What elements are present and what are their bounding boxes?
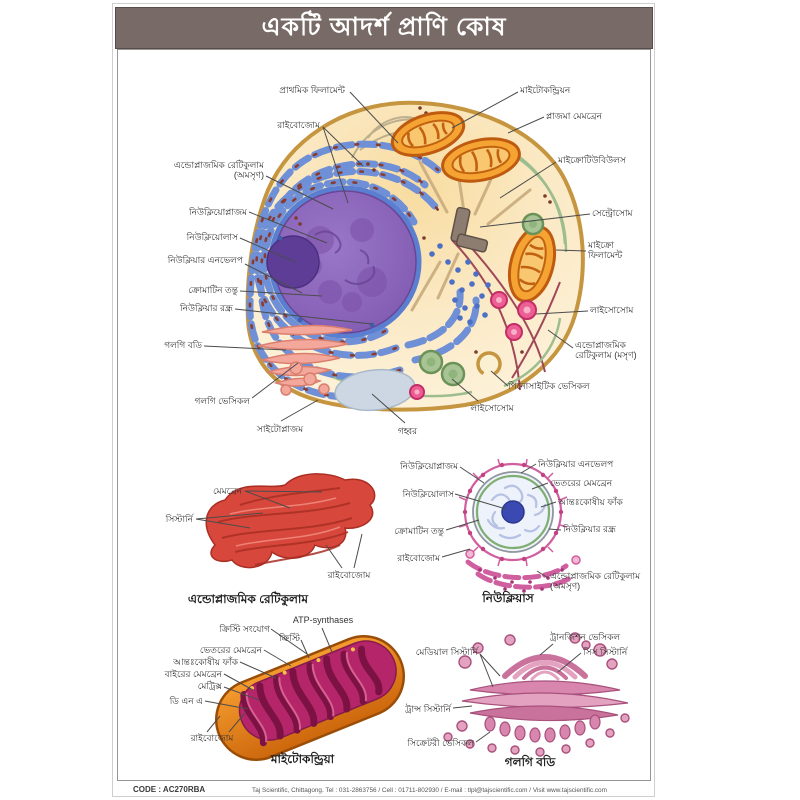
label-cell-pinocytic: পিনোসাইটিক ভেসিকল (508, 381, 590, 391)
caption-golgi: গলগি বডি (504, 755, 556, 769)
label-mito-atp: ATP-synthases (292, 615, 354, 625)
label-mito-matrix: মেট্রিক্স (197, 681, 222, 691)
label-mito-ribosome: রাইবোজোম (190, 733, 234, 743)
label-cell-chromatin: ক্রোমাটিন তন্তু (188, 285, 238, 295)
label-golgi-trans: ট্রান্স সিস্টার্নি (405, 704, 451, 714)
label-cell-plasma-membrane: প্লাজমা মেমব্রেন (546, 111, 602, 121)
label-nuc-envelope: নিউক্লিয়ার এনভেলপ (538, 459, 614, 469)
content-border (117, 49, 651, 781)
label-mito-inner-membrane: ভেতরের মেমব্রেন (199, 645, 262, 655)
label-cell-ribosome: রাইবোজোম (277, 120, 320, 130)
label-nuc-chromatin: ক্রোমাটিন তন্তু (394, 526, 444, 536)
label-cell-lysosome2: লাইসোসোম (470, 403, 514, 413)
caption-nucleus: নিউক্লিয়াস (482, 591, 534, 605)
label-cell-lysosome: লাইসোসোম (590, 305, 634, 315)
label-cell-nucleoplasm: নিউক্লিয়োপ্লাজম (189, 207, 247, 217)
label-cell-centrosome: সেন্ট্রোসোম (592, 208, 633, 218)
label-cell-filament: প্রাথমিক ফিলামেন্ট (279, 85, 345, 95)
label-er-ribosome: রাইবোজোম (327, 570, 371, 580)
label-nuc-gap: আন্তঃকোষীয় ফাঁক (558, 497, 623, 507)
label-cell-microfilament: মাইক্রো ফিলামেন্ট (588, 240, 623, 261)
label-cell-golgi-body: গলগি বডি (164, 340, 202, 350)
caption-er: এন্ডোপ্লাজমিক রেটিকুলাম (187, 592, 309, 606)
label-cell-er-rough: এন্ডোপ্লাজমিক রেটিকুলাম (অমসৃণ) (173, 160, 264, 181)
label-nuc-ribosome: রাইবোজোম (397, 553, 440, 563)
label-mito-outer-membrane: বাইরের মেমব্রেন (164, 669, 222, 679)
label-cell-golgi-vesicle: গলগি ভেসিকল (194, 396, 250, 406)
label-nuc-er-rough: এন্ডোপ্লাজমিক রেটিকুলাম (অমসৃণ) (550, 571, 641, 592)
product-code: CODE : AC270RBA (133, 785, 206, 794)
label-nuc-nucleoplasm: নিউক্লিয়োপ্লাজম (400, 461, 458, 471)
poster-title: একটি আদর্শ প্রাণি কোষ (261, 12, 507, 41)
label-nuc-pore: নিউক্লিয়ার রন্ধ্র (563, 524, 616, 534)
label-er-membrane: মেমব্রেন (212, 486, 242, 496)
label-nuc-nucleolus: নিউক্লিয়োলাস (402, 489, 454, 499)
label-cell-mitochondrion: মাইটোকন্ড্রিয়ন (520, 85, 571, 95)
label-mito-cristae-junction: ক্রিস্টি সংযোগ (219, 624, 270, 634)
label-mito-cristae: ক্রিস্টি (279, 633, 300, 643)
label-golgi-transition: ট্রানজিশন ভেসিকল (550, 632, 621, 642)
label-mito-gap: আন্তঃকোষীয় ফাঁক (173, 657, 238, 667)
poster-header: একটি আদর্শ প্রাণি কোষ (115, 7, 653, 49)
label-cell-cytoplasm: সাইটোপ্লাজম (256, 424, 304, 434)
publisher-info: Taj Scientific, Chittagong. Tel : 031-28… (252, 787, 607, 794)
label-mito-dna: ডি এন এ (169, 696, 203, 706)
label-golgi-medial: মেডিয়াল সিস্টার্নি (415, 647, 478, 657)
label-cell-nucleolus: নিউক্লিয়োলাস (186, 232, 238, 242)
label-cell-pore: নিউক্লিয়ার রন্ধ্র (180, 303, 233, 313)
label-nuc-inner-membrane: ভেতরের মেমব্রেন (550, 478, 613, 488)
label-cell-er-smooth: এন্ডোপ্লাজমিক রেটিকুলাম (মসৃণ) (575, 340, 637, 361)
caption-mitochondria: মাইটোকন্ড্রিয়া (270, 752, 335, 766)
label-golgi-cis: সিস সিস্টার্নি (583, 647, 628, 657)
label-cell-envelope: নিউক্লিয়ার এনভেলপ (167, 255, 243, 265)
label-golgi-secretory: সিক্রেটরী ভেসিকল (407, 738, 474, 748)
label-cell-microtubules: মাইক্রোটিউবিউলস (558, 155, 626, 165)
label-er-cisterni: সিস্টার্নি (165, 514, 193, 524)
label-cell-vacuole: গহ্বর (397, 426, 418, 436)
